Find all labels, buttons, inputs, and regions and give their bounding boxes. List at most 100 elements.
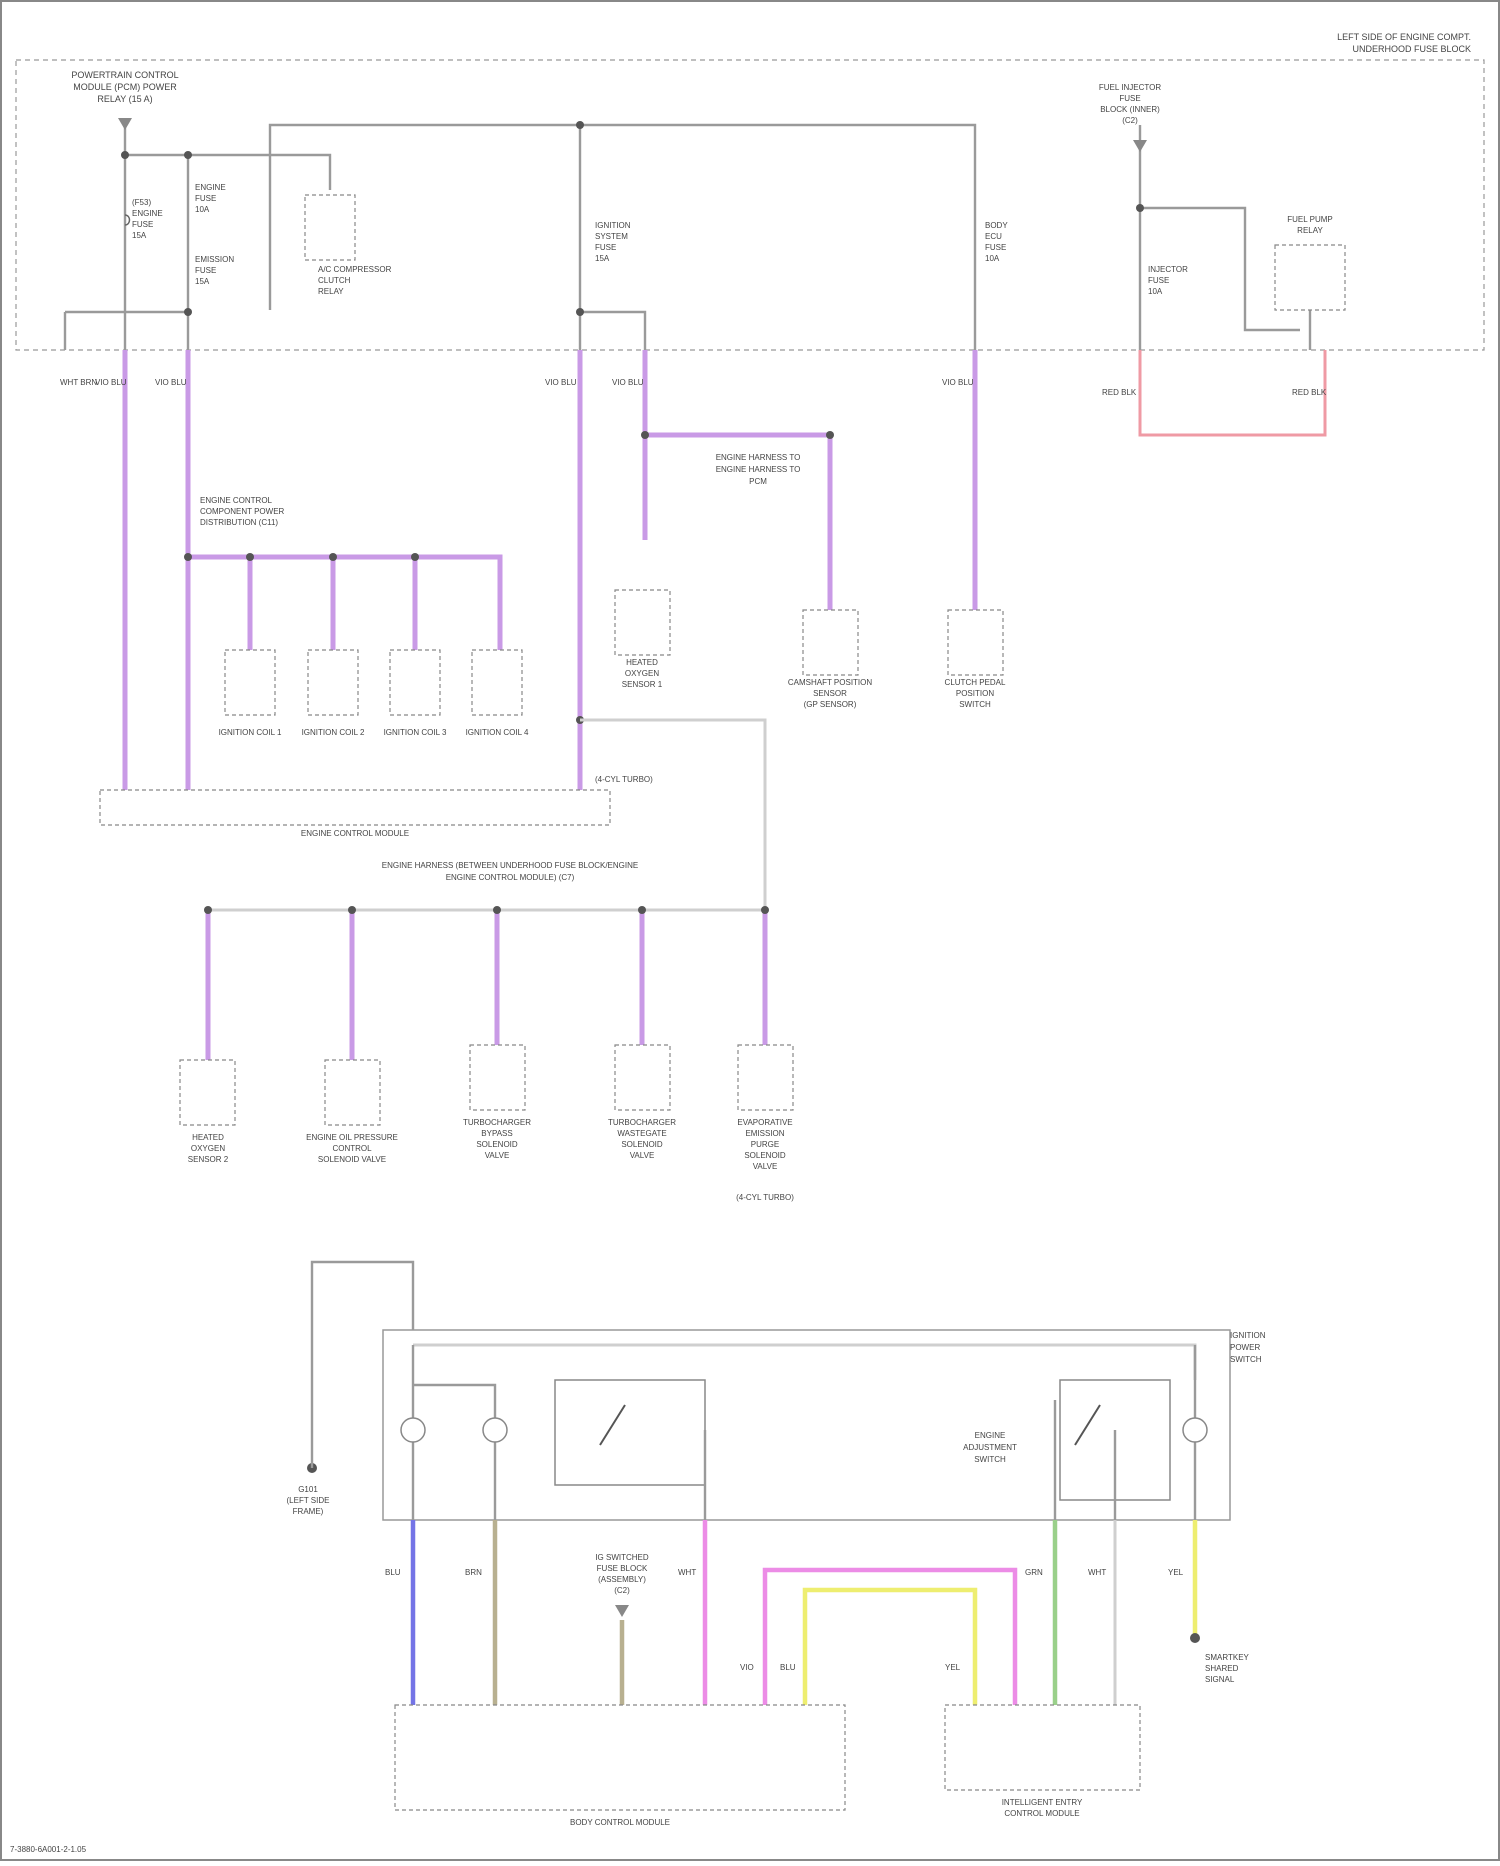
page-code: 7-3880-6A001-2-1.05: [10, 1845, 87, 1854]
fuse-right-line3: FUSE: [985, 243, 1006, 252]
wire-tag-c: VIO BLU: [155, 378, 187, 387]
intelligent-entry-module-box: [945, 1705, 1140, 1790]
ac-relay-label-1: A/C COMPRESSOR: [318, 265, 392, 274]
ignition-switch-assembly: [383, 1330, 1230, 1520]
ignition-coil-2-label: IGNITION COIL 2: [302, 728, 365, 737]
ignition-coils: IGNITION COIL 1 IGNITION COIL 2 IGNITION…: [219, 650, 529, 737]
bcm-fuse-line3: (ASSEMBLY): [598, 1575, 646, 1584]
connector-label-1: SMARTKEY: [1205, 1653, 1250, 1662]
ignition-coil-2: [308, 650, 358, 715]
mid-components: HEATED OXYGEN SENSOR 2 ENGINE OIL PRESSU…: [180, 1045, 794, 1202]
mid-comp-1-line3: SENSOR 2: [188, 1155, 229, 1164]
fuse-f1-line4: 15A: [132, 231, 147, 240]
fuse-f2-line3: 10A: [195, 205, 210, 214]
canister-label-2: ENGINE HARNESS TO: [716, 465, 801, 474]
switch-label-3: SWITCH: [974, 1455, 1006, 1464]
wire-color-1: BLU: [385, 1568, 401, 1577]
bcm-fuse-arrow-icon: [615, 1605, 629, 1617]
ecm-note: (4-CYL TURBO): [595, 775, 653, 784]
connector-label-3: SIGNAL: [1205, 1675, 1235, 1684]
engine-control-module-box: [100, 790, 610, 825]
camshaft-sensor-line2: SENSOR: [813, 689, 847, 698]
ignition-switch-line3: SWITCH: [1230, 1355, 1262, 1364]
ac-relay-box: [305, 195, 355, 260]
o2-sensor-line3: SENSOR 1: [622, 680, 663, 689]
fuse-f2-line2: FUSE: [195, 194, 216, 203]
bcm-label: BODY CONTROL MODULE: [570, 1818, 670, 1827]
mid-comp-2-line2: CONTROL: [332, 1144, 372, 1153]
turbo-bypass-box: [470, 1045, 525, 1110]
mid-junction-line1: ENGINE HARNESS (BETWEEN UNDERHOOD FUSE B…: [382, 861, 638, 870]
wire-tag-g: RED BLK: [1102, 388, 1137, 397]
o2-sensor-box: [615, 590, 670, 655]
mid-comp-3-line4: VALVE: [485, 1151, 510, 1160]
mid-comp-5-line3: PURGE: [751, 1140, 779, 1149]
wire-tag-f: VIO BLU: [942, 378, 974, 387]
fuel-injector-block-line2: FUSE: [1119, 94, 1140, 103]
camshaft-sensor-line3: (GP SENSOR): [804, 700, 857, 709]
connector-arrow-right-icon: [1133, 140, 1147, 152]
camshaft-sensor-line1: CAMSHAFT POSITION: [788, 678, 873, 687]
mid-comp-4-line1: TURBOCHARGER: [608, 1118, 676, 1127]
ignition-switch-line1: IGNITION: [1230, 1331, 1266, 1340]
ac-relay-label-3: RELAY: [318, 287, 344, 296]
ignition-coil-junction-line2: COMPONENT POWER: [200, 507, 285, 516]
canister-label-3: PCM: [749, 477, 767, 486]
ground-label-2: (LEFT SIDE: [287, 1496, 330, 1505]
clutch-switch-line2: POSITION: [956, 689, 994, 698]
fuel-pump-relay-line1: FUEL PUMP: [1287, 215, 1333, 224]
fuse-f1-line2: ENGINE: [132, 209, 163, 218]
fuel-injector-block-line3: BLOCK (INNER): [1100, 105, 1160, 114]
frame-label-1: LEFT SIDE OF ENGINE COMPT.: [1337, 32, 1471, 42]
violet-power-wires: [125, 350, 975, 790]
fuse-center-line1: IGNITION: [595, 221, 631, 230]
mid-comp-5-line1: EVAPORATIVE: [737, 1118, 792, 1127]
frame-label-2: UNDERHOOD FUSE BLOCK: [1352, 44, 1471, 54]
wire-tag-e: VIO BLU: [612, 378, 644, 387]
fuse-center-line2: SYSTEM: [595, 232, 628, 241]
bcm-fuse-line4: (C2): [614, 1586, 630, 1595]
ignition-switch-line2: POWER: [1230, 1343, 1260, 1352]
ignition-coil-3: [390, 650, 440, 715]
fuse-inj-line1: INJECTOR: [1148, 265, 1188, 274]
pcm-relay-label-1: POWERTRAIN CONTROL: [71, 70, 178, 80]
canister-label-1: ENGINE HARNESS TO: [716, 453, 801, 462]
led-indicator-2-icon: [483, 1418, 507, 1442]
o2-sensor-line1: HEATED: [626, 658, 658, 667]
wire-tag-d: VIO BLU: [545, 378, 577, 387]
o2-sensor-line2: OXYGEN: [625, 669, 659, 678]
pcm-relay-label-2: MODULE (PCM) POWER: [73, 82, 177, 92]
ac-relay-label-2: CLUTCH: [318, 276, 351, 285]
mid-comp-5-line6: (4-CYL TURBO): [736, 1193, 794, 1202]
switch-label-2: ADJUSTMENT: [963, 1443, 1017, 1452]
underhood-fuse-block-frame: [16, 60, 1484, 350]
mid-comp-4-line4: VALVE: [630, 1151, 655, 1160]
mid-comp-1-line2: OXYGEN: [191, 1144, 225, 1153]
wire-color-5: BLU: [780, 1663, 796, 1672]
fuel-pump-relay-line2: RELAY: [1297, 226, 1323, 235]
wire-tag-b: VIO BLU: [95, 378, 127, 387]
fuse-center-line3: FUSE: [595, 243, 616, 252]
ignition-coil-junction-line1: ENGINE CONTROL: [200, 496, 273, 505]
led-indicator-3-icon: [1183, 1418, 1207, 1442]
junction-dots-top: [121, 121, 1144, 316]
bcm-fuse-line1: IG SWITCHED: [595, 1553, 649, 1562]
mid-comp-3-line2: BYPASS: [481, 1129, 512, 1138]
immob-label-2: CONTROL MODULE: [1004, 1809, 1079, 1818]
fuse-inj-line3: 10A: [1148, 287, 1163, 296]
clutch-switch-box: [948, 610, 1003, 675]
clutch-switch-line3: SWITCH: [959, 700, 991, 709]
mid-comp-4-line3: SOLENOID: [621, 1140, 663, 1149]
smartkey-connector-icon: [1190, 1633, 1200, 1643]
fuse-right-line4: 10A: [985, 254, 1000, 263]
mid-comp-5-line5: VALVE: [753, 1162, 778, 1171]
wire-tag-a: WHT BRN: [60, 378, 97, 387]
clutch-switch-line1: CLUTCH PEDAL: [945, 678, 1006, 687]
wire-color-7: GRN: [1025, 1568, 1043, 1577]
bcm-fuse-line2: FUSE BLOCK: [597, 1564, 648, 1573]
ignition-coil-junction-line3: DISTRIBUTION (C11): [200, 518, 278, 527]
fuse-right-line2: ECU: [985, 232, 1002, 241]
ecm-label: ENGINE CONTROL MODULE: [301, 829, 409, 838]
